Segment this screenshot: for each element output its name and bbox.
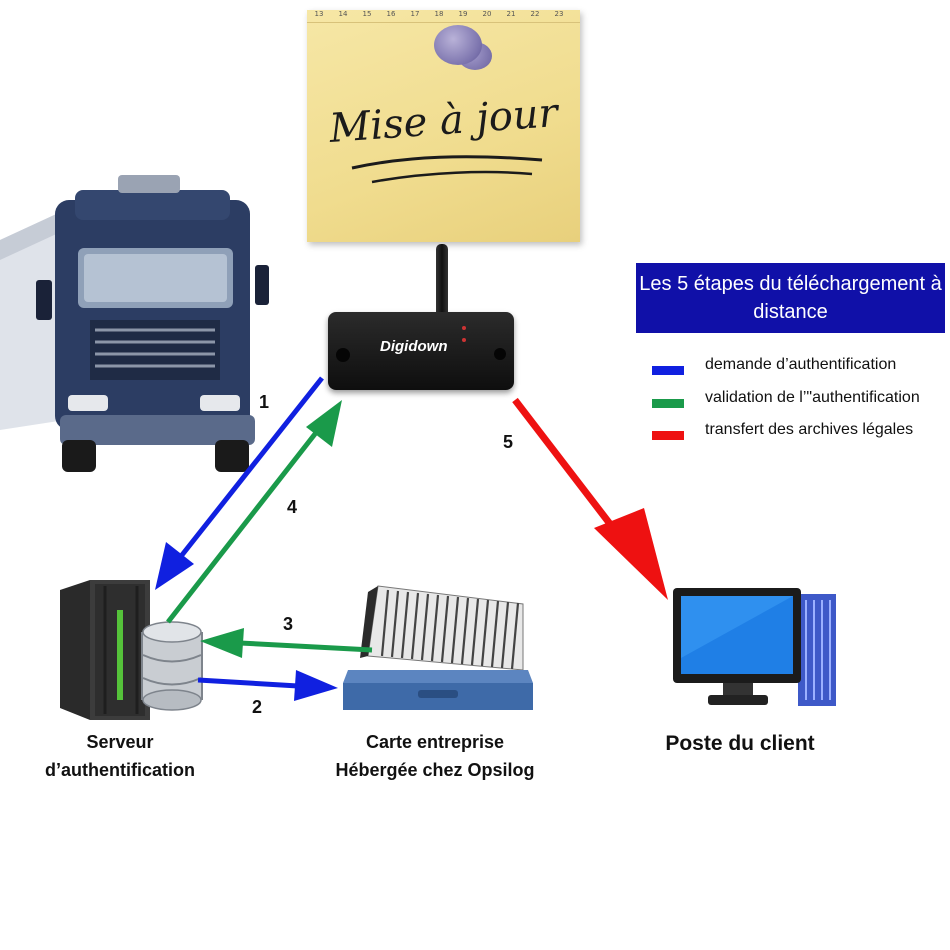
arrow-head-step-3 xyxy=(200,628,244,658)
client-computer-illustration xyxy=(673,588,836,706)
arrow-head-step-4 xyxy=(306,400,342,447)
arrow-step-2 xyxy=(197,677,299,689)
ruler-number: 17 xyxy=(410,10,420,18)
ruler-number: 16 xyxy=(386,10,396,18)
truck-illustration xyxy=(0,175,269,472)
legend-swatch-blue xyxy=(652,366,684,375)
ruler-number: 23 xyxy=(554,10,564,18)
card-caption-line1: Carte entreprise xyxy=(365,732,505,752)
database-icon xyxy=(141,621,203,711)
ruler-number: 21 xyxy=(506,10,516,18)
arrow-head-step-5 xyxy=(594,508,668,600)
ruler-number: 20 xyxy=(482,10,492,18)
ruler-number: 15 xyxy=(362,10,372,18)
note-ruler: 13 14 15 16 17 18 19 20 21 22 23 xyxy=(307,10,580,23)
card-caption: Carte entreprise Hébergée chez Opsilog xyxy=(330,728,540,784)
ruler-number: 14 xyxy=(338,10,348,18)
legend-item-1: demande d’authentification xyxy=(705,356,897,373)
server-caption-line1: Serveur xyxy=(86,732,154,752)
device-led xyxy=(462,326,466,330)
digidown-device: Digidown xyxy=(328,312,514,390)
card-caption-line2: Hébergée chez Opsilog xyxy=(335,760,535,780)
pushpin-icon xyxy=(434,25,482,65)
server-illustration xyxy=(60,580,203,720)
step-number-1: 1 xyxy=(259,392,270,412)
server-caption-line2: d’authentification xyxy=(45,760,195,780)
legend-title: Les 5 étapes du téléchargement à distanc… xyxy=(636,263,945,333)
ruler-number: 22 xyxy=(530,10,540,18)
ruler-number: 19 xyxy=(458,10,468,18)
legend-swatch-red xyxy=(652,431,684,440)
device-led xyxy=(462,338,466,342)
arrow-step-4 xyxy=(166,423,324,624)
step-number-2: 2 xyxy=(252,697,263,717)
arrow-head-step-1 xyxy=(155,542,194,590)
note-underline xyxy=(351,155,543,184)
step-number-5: 5 xyxy=(503,432,514,452)
legend-item-3: transfert des archives légales xyxy=(705,421,914,438)
server-caption: Serveur d’authentification xyxy=(30,728,210,784)
arrow-head-step-2 xyxy=(294,670,338,701)
client-caption: Poste du client xyxy=(665,732,815,755)
step-number-4: 4 xyxy=(287,497,298,517)
device-port xyxy=(336,348,350,362)
ruler-number: 13 xyxy=(314,10,324,18)
arrow-step-1 xyxy=(180,376,324,557)
legend-swatch-green xyxy=(652,399,684,408)
step-number-3: 3 xyxy=(283,614,294,634)
device-port xyxy=(494,348,506,360)
device-brand: Digidown xyxy=(380,338,448,355)
card-rack-illustration xyxy=(343,585,533,710)
ruler-number: 18 xyxy=(434,10,444,18)
arrow-step-3 xyxy=(239,640,373,653)
antenna xyxy=(436,244,448,318)
legend-item-2: validation de l’"authentification xyxy=(705,389,920,406)
